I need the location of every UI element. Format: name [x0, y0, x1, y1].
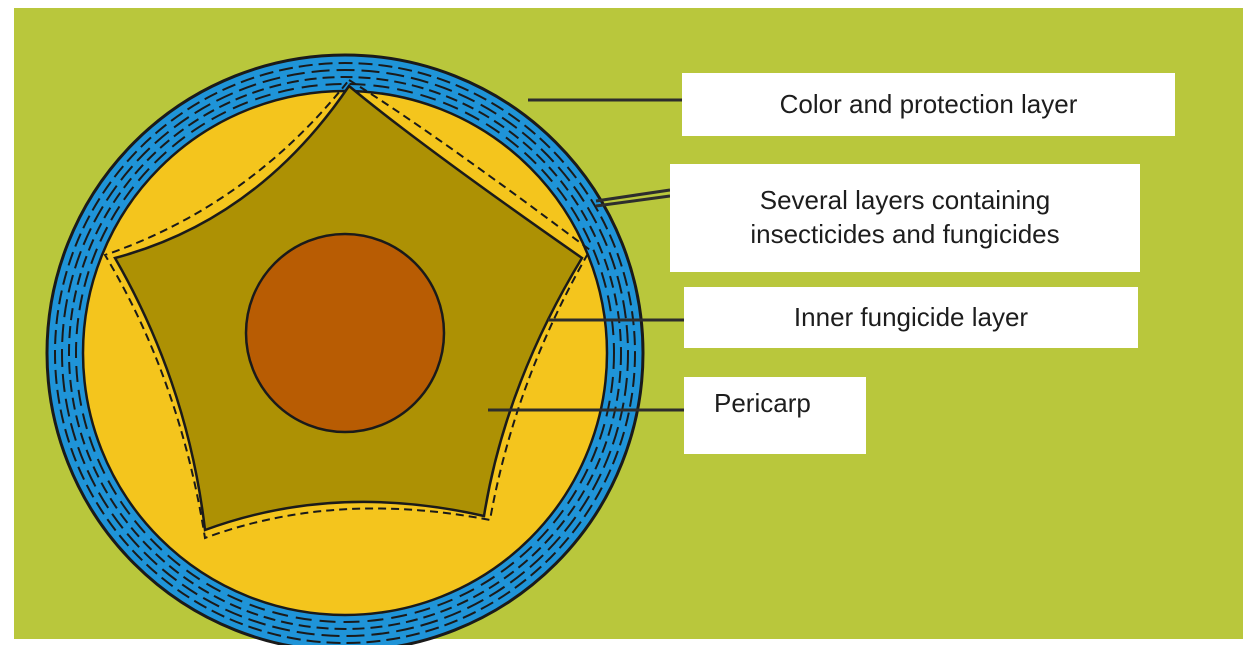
label-pericarp: Pericarp [684, 377, 866, 454]
label-several-layers-text: Several layers containing insecticides a… [750, 184, 1059, 252]
label-pericarp-text: Pericarp [714, 388, 811, 418]
label-color-protection-layer: Color and protection layer [682, 73, 1175, 136]
label-several-layers: Several layers containing insecticides a… [670, 164, 1140, 272]
label-inner-fungicide-text: Inner fungicide layer [794, 301, 1028, 335]
label-inner-fungicide-layer: Inner fungicide layer [684, 287, 1138, 348]
seed-core [246, 234, 444, 432]
leader-line-several-layers-2 [596, 196, 670, 206]
label-color-protection-text: Color and protection layer [780, 88, 1078, 122]
leader-line-several-layers-1 [596, 190, 670, 201]
